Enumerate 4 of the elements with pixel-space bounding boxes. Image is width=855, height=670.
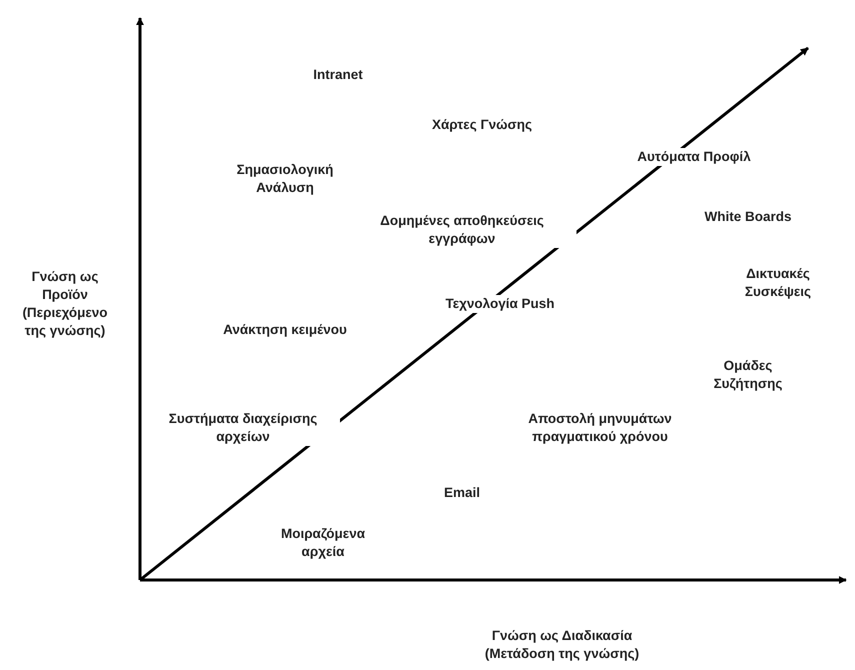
item-label: Ανάκτηση κειμένου	[221, 321, 349, 339]
item-label: Τεχνολογία Push	[443, 295, 557, 313]
item-label: Αυτόματα Προφίλ	[635, 148, 753, 166]
item-label: Χάρτες Γνώσης	[430, 116, 534, 134]
